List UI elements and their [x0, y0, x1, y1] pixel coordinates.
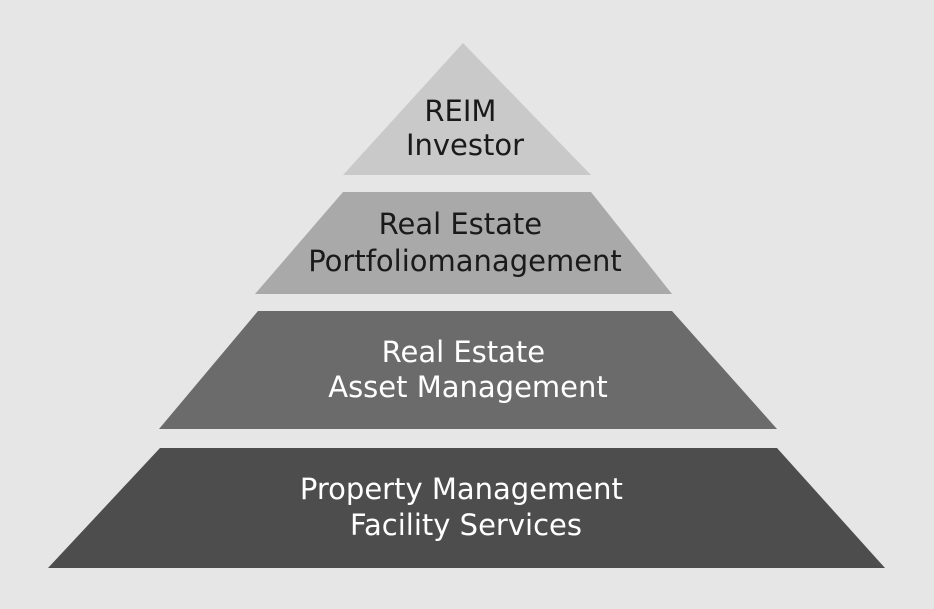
tier-property-facility: Property Management Facility Services	[48, 448, 885, 568]
tier-4-shape	[48, 448, 885, 568]
tier-1-label: REIM Investor	[406, 94, 524, 162]
tier-1-shape	[343, 43, 591, 175]
tier-3-shape	[159, 311, 777, 429]
tier-4-label: Property Management Facility Services	[300, 472, 632, 542]
tier-2-line-1: Real Estate	[379, 207, 543, 241]
tier-1-line-2: Investor	[406, 128, 524, 162]
tier-3-line-1: Real Estate	[382, 335, 546, 369]
tier-2-label: Real Estate Portfoliomanagement	[308, 207, 622, 278]
tier-2-line-2: Portfoliomanagement	[308, 244, 622, 278]
tier-3-line-2: Asset Management	[328, 370, 608, 404]
tier-asset-management: Real Estate Asset Management	[159, 311, 777, 429]
tier-1-line-1: REIM	[424, 94, 496, 128]
tier-portfolio-management: Real Estate Portfoliomanagement	[255, 192, 672, 294]
tier-4-line-2: Facility Services	[350, 508, 582, 542]
tier-4-line-1: Property Management	[300, 472, 623, 506]
tier-2-shape	[255, 192, 672, 294]
tier-reim-investor: REIM Investor	[343, 43, 591, 175]
tier-3-label: Real Estate Asset Management	[328, 335, 608, 404]
